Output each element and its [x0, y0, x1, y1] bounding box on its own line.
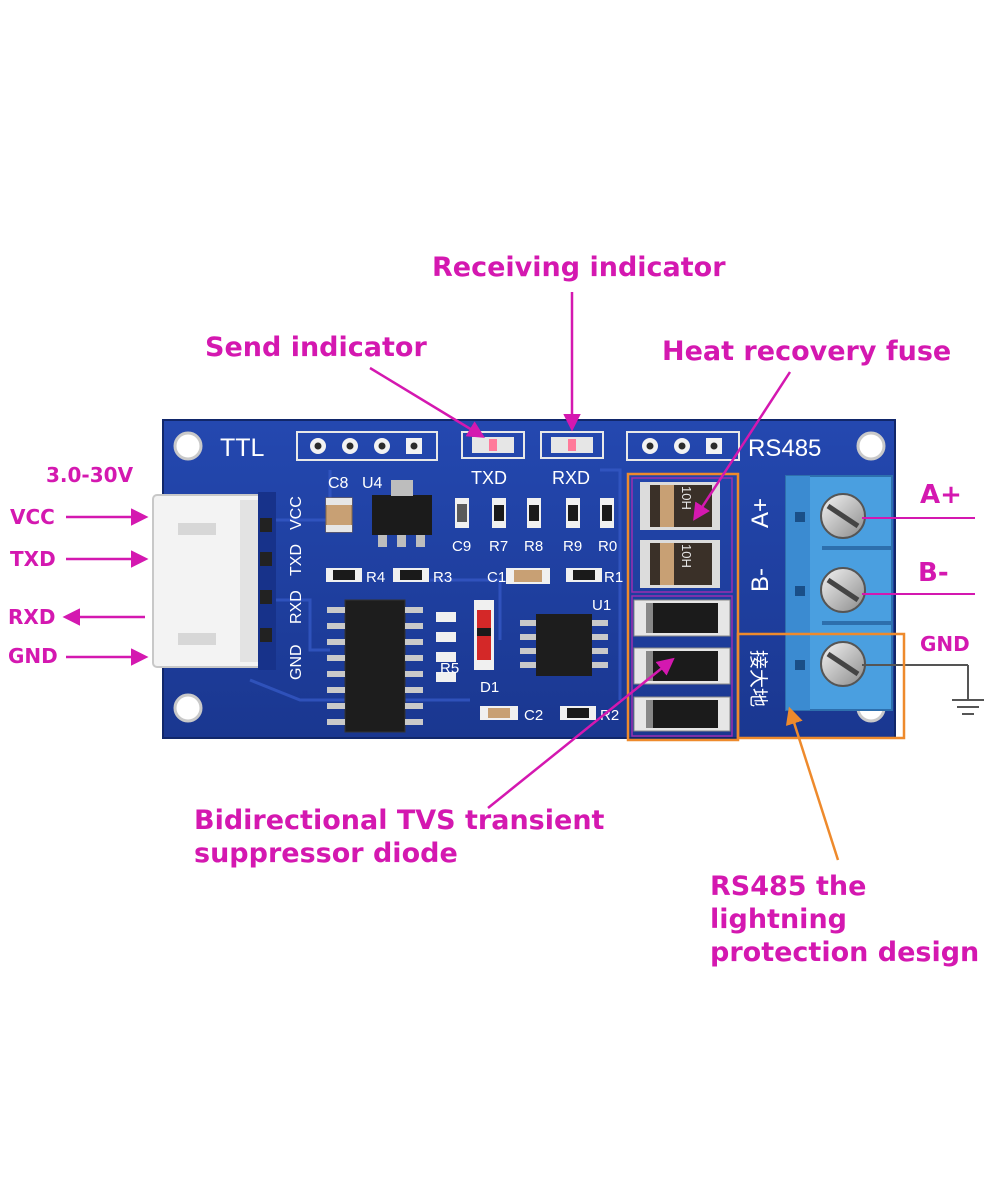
ic-u1	[520, 614, 608, 676]
label-pin-gnd: GND	[8, 644, 58, 668]
callout-lightning-line1: RS485 the lightning	[710, 871, 867, 935]
board-text-fuse-1: 10H	[679, 486, 694, 510]
board-text-r7: R7	[489, 538, 508, 555]
board-text-txd: TXD	[471, 468, 507, 488]
board-text-u4: U4	[362, 475, 383, 492]
callout-heat-recovery-fuse: Heat recovery fuse	[662, 336, 952, 367]
highlight-fuses	[631, 477, 733, 593]
board-text-r3: R3	[433, 569, 452, 586]
board-text-r8: R8	[524, 538, 543, 555]
board-text-c2: C2	[524, 707, 543, 724]
callout-lightning-protection: RS485 the lightning protection design	[710, 871, 995, 970]
label-pin-rxd: RXD	[8, 605, 56, 629]
label-pin-txd: TXD	[10, 547, 56, 571]
board-text-r2: R2	[600, 707, 619, 724]
diode-d1	[474, 600, 494, 670]
callout-receiving-indicator: Receiving indicator	[432, 252, 726, 283]
board-text-r0: R0	[598, 538, 617, 555]
highlight-protection-zone	[626, 472, 740, 742]
board-text-r9: R9	[563, 538, 582, 555]
smd-row-bottom	[480, 706, 596, 720]
pads-right	[436, 612, 456, 682]
regulator-u4	[372, 480, 432, 547]
board-text-header-txd: TXD	[288, 544, 305, 576]
board-text-ttl: TTL	[220, 434, 265, 462]
callout-lightning-line2: protection design	[710, 936, 980, 968]
board-text-b-minus: B-	[747, 568, 774, 592]
board-text-c9: C9	[452, 538, 471, 555]
board-text-fuse-2: 10H	[679, 544, 694, 568]
label-rs485-b-minus: B-	[918, 558, 949, 588]
label-pin-vcc: VCC	[10, 505, 55, 529]
board-text-header-rxd: RXD	[288, 590, 305, 624]
smd-row-mid	[326, 568, 602, 584]
callout-tvs-line1: Bidirectional TVS transient	[194, 805, 605, 836]
board-text-r1: R1	[604, 569, 623, 586]
rs485-header	[626, 431, 740, 461]
fuse-2	[640, 540, 720, 588]
board-text-r5: R5	[440, 660, 459, 677]
board-text-header-gnd: GND	[288, 644, 305, 680]
board-text-c8: C8	[328, 475, 349, 492]
highlight-tvs	[631, 595, 733, 737]
pointer-tvs	[487, 657, 675, 809]
highlight-terminal-gnd	[736, 632, 906, 740]
board-text-rs485: RS485	[748, 435, 821, 462]
board-text-ground-cn: 接大地	[747, 650, 769, 707]
callout-send-indicator: Send indicator	[205, 332, 427, 363]
ttl-header	[296, 431, 438, 461]
ground-symbol	[862, 664, 984, 715]
label-voltage-range: 3.0-30V	[46, 463, 134, 487]
ttl-connector	[152, 492, 276, 670]
terminal-screws	[820, 493, 866, 687]
smd-row-top	[455, 498, 614, 528]
tvs-diode-1	[633, 599, 731, 637]
pointer-fuse	[693, 371, 792, 521]
fuse-1	[640, 482, 720, 530]
board-text-r4: R4	[366, 569, 385, 586]
pointer-lightning	[785, 706, 840, 861]
board-text-header-vcc: VCC	[288, 496, 305, 530]
led-rxd	[540, 431, 604, 459]
ic-isolator	[327, 599, 423, 733]
tvs-diode-3	[633, 696, 731, 732]
label-rs485-gnd: GND	[920, 632, 970, 656]
board-text-a-plus: A+	[747, 498, 774, 528]
board-text-rxd: RXD	[552, 468, 590, 488]
label-rs485-a-plus: A+	[920, 480, 962, 510]
board-text-u1: U1	[592, 597, 611, 614]
callout-tvs-line2: suppressor diode	[194, 837, 458, 869]
led-txd	[461, 431, 525, 459]
board-text-c1: C1	[487, 569, 506, 586]
pointer-send	[369, 366, 485, 438]
callout-tvs-diode: Bidirectional TVS transient suppressor d…	[194, 805, 614, 871]
board-text-d1: D1	[480, 679, 499, 696]
